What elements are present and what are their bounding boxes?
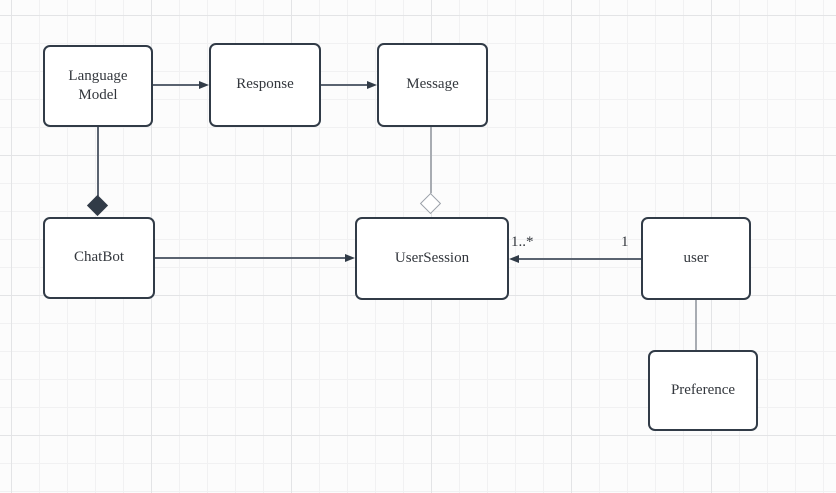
node-user[interactable]: user <box>641 217 751 300</box>
node-preference[interactable]: Preference <box>648 350 758 431</box>
arrowhead-usersession-icon <box>345 254 355 262</box>
edge-languagemodel-chatbot-line[interactable] <box>97 127 99 196</box>
edge-message-usersession-line[interactable] <box>430 127 432 193</box>
edge-chatbot-usersession-line[interactable] <box>155 257 347 259</box>
label-user-session: UserSession <box>394 249 470 266</box>
label-preference: Preference <box>670 381 736 398</box>
arrowhead-message-icon <box>367 81 377 89</box>
edge-user-preference-line[interactable] <box>695 300 697 350</box>
label-message: Message <box>406 76 459 93</box>
arrowhead-usersession-left-icon <box>509 255 519 263</box>
edge-response-message-line[interactable] <box>321 84 368 86</box>
node-user-session[interactable]: UserSession <box>355 217 509 300</box>
aggregation-diamond-icon <box>419 192 442 215</box>
arrowhead-response-icon <box>199 81 209 89</box>
node-chatbot[interactable]: ChatBot <box>43 217 155 299</box>
composition-diamond-icon <box>86 194 109 217</box>
node-message[interactable]: Message <box>377 43 488 127</box>
node-response[interactable]: Response <box>209 43 321 127</box>
label-user: user <box>683 249 709 266</box>
multiplicity-user-label: 1 <box>621 234 629 250</box>
edge-user-usersession-line[interactable] <box>516 258 641 260</box>
multiplicity-usersession-label: 1..* <box>511 234 534 250</box>
node-language-model[interactable]: Language Model <box>43 45 153 127</box>
label-response: Response <box>236 76 294 93</box>
label-chatbot: ChatBot <box>73 249 124 266</box>
label-language-model: Language Model <box>68 67 128 104</box>
edge-languagemodel-response-line[interactable] <box>153 84 201 86</box>
